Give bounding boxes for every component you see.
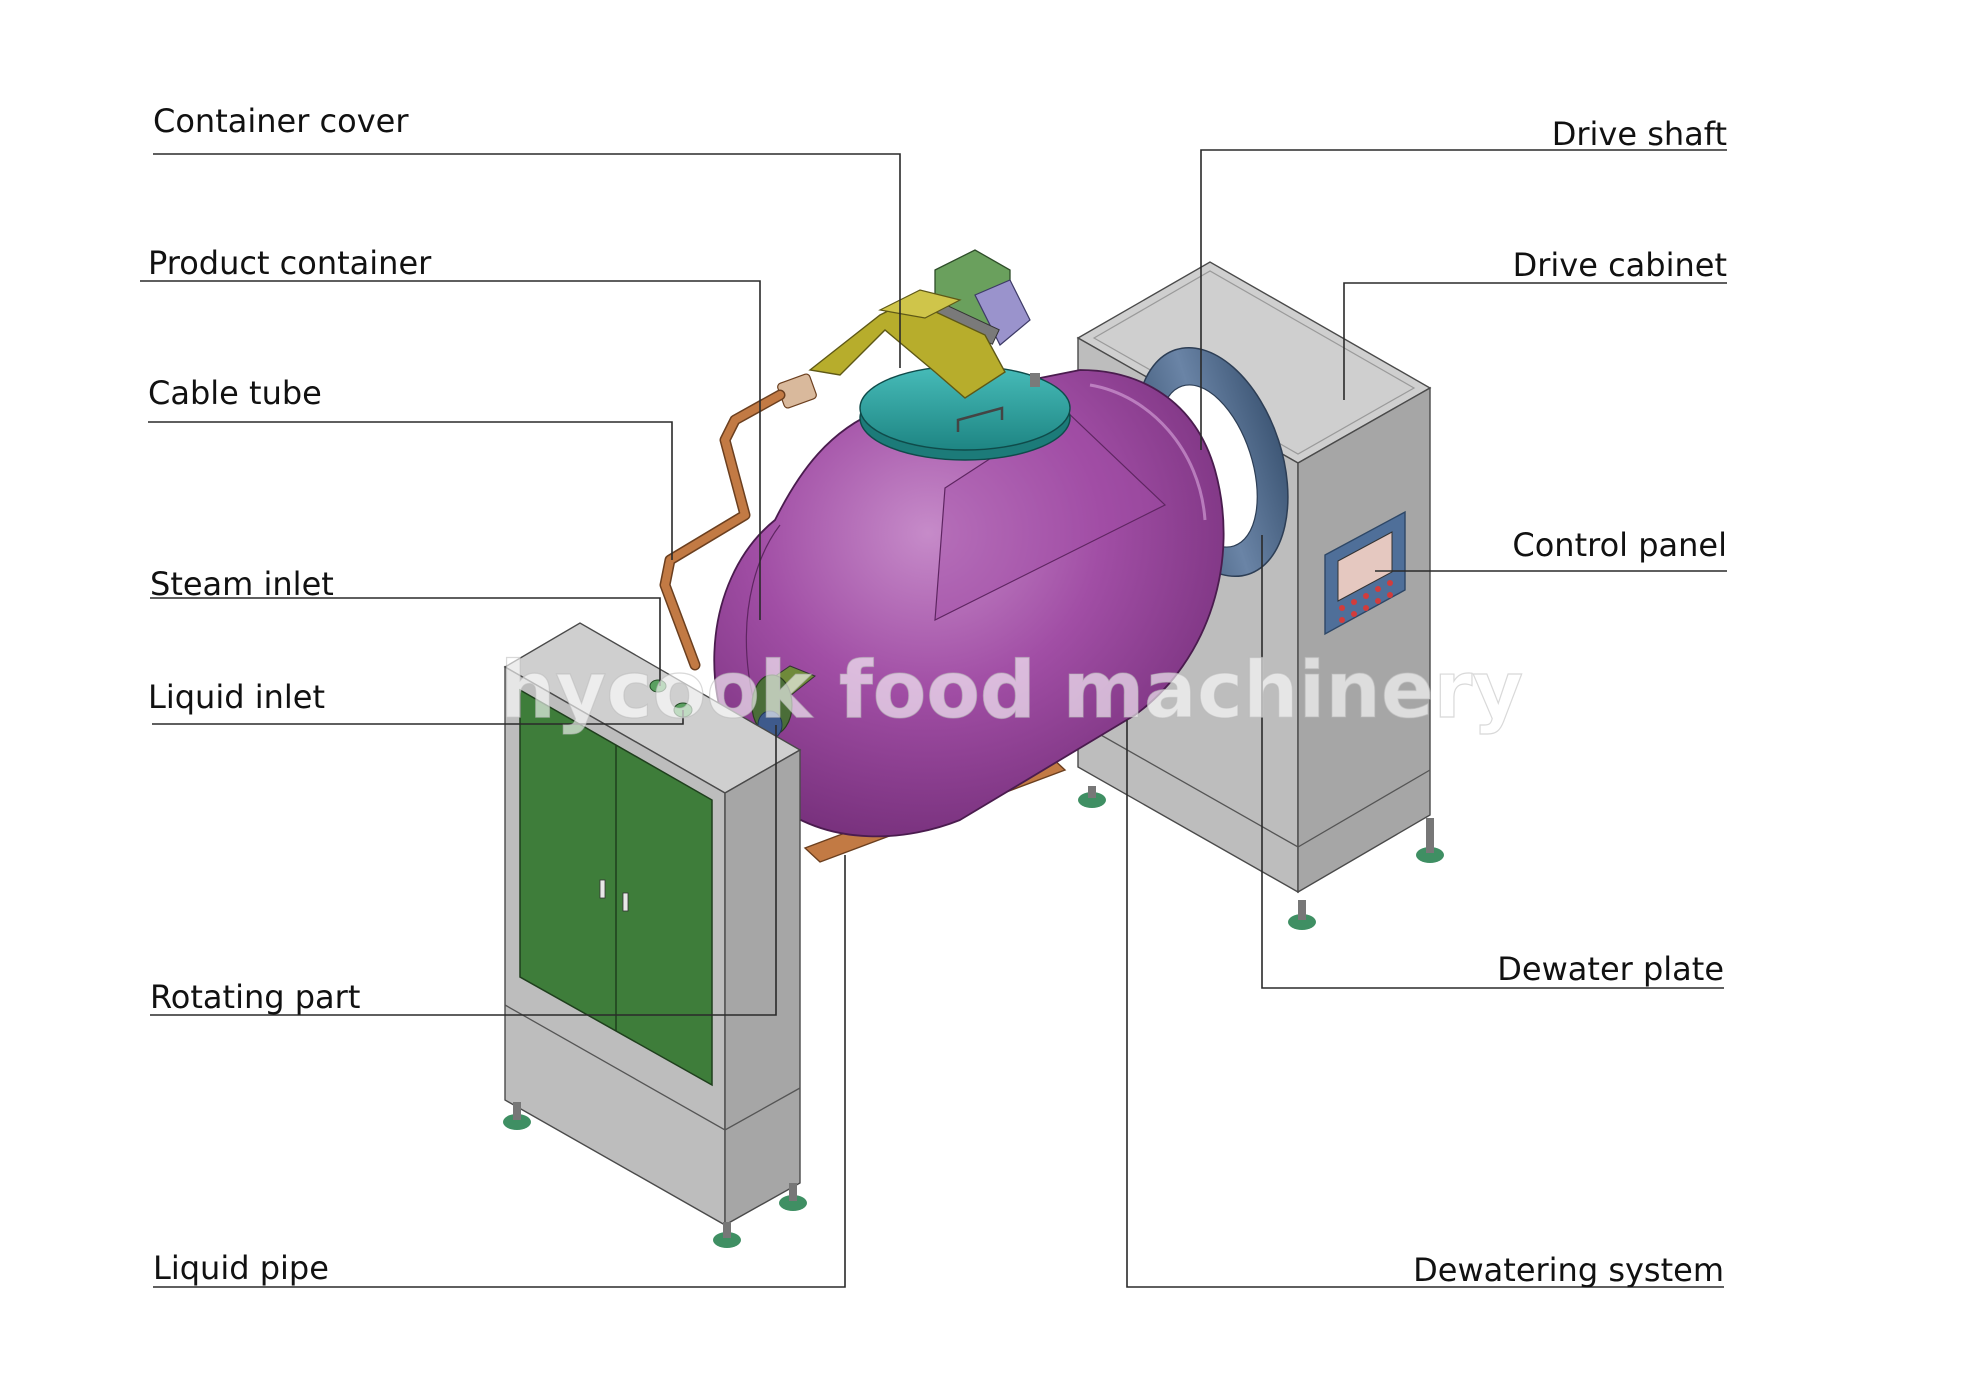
leader-lines [140,149,1727,1288]
leader-steam-inlet [150,597,661,686]
rotating-part [751,665,816,740]
label-container-cover: Container cover [153,102,409,140]
leader-liquid-inlet [152,710,684,725]
leader-drive-shaft [1200,149,1727,450]
label-steam-inlet: Steam inlet [150,565,334,603]
leader-dewater-plate [1261,535,1724,989]
label-drive-cabinet: Drive cabinet [1513,246,1727,284]
watermark-text: hycook food machinery [500,646,1523,736]
leader-rotating-part [150,725,777,1016]
label-dewatering-system: Dewatering system [1413,1251,1724,1289]
cable-tube-part [659,389,786,671]
label-dewater-plate: Dewater plate [1497,950,1724,988]
leader-dewatering-system [1126,720,1724,1288]
leader-drive-cabinet [1343,282,1727,400]
leader-container-cover [153,153,901,368]
label-drive-shaft: Drive shaft [1552,115,1727,153]
label-control-panel: Control panel [1512,526,1727,564]
label-liquid-pipe: Liquid pipe [153,1249,329,1287]
label-group: Container cover Product container Cable … [148,102,1727,1289]
label-liquid-inlet: Liquid inlet [148,678,325,716]
control-panel-part [1324,510,1406,636]
leader-product-container [140,280,761,620]
label-rotating-part: Rotating part [150,978,360,1016]
leader-cable-tube [148,421,673,560]
label-product-container: Product container [148,244,432,282]
product-container-part [713,369,1225,838]
container-cover-part [777,249,1071,461]
label-cable-tube: Cable tube [148,374,322,412]
leader-liquid-pipe [153,855,846,1288]
liquid-cabinet-part [503,622,807,1248]
